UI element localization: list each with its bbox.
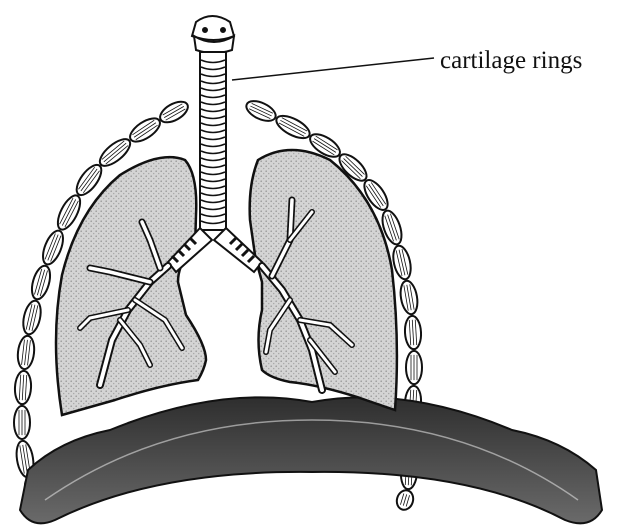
cartilage-rings-label: cartilage rings bbox=[440, 47, 582, 74]
trachea bbox=[200, 52, 226, 230]
label-leader-line bbox=[232, 58, 434, 80]
larynx bbox=[192, 16, 234, 53]
diaphragm bbox=[20, 397, 602, 523]
